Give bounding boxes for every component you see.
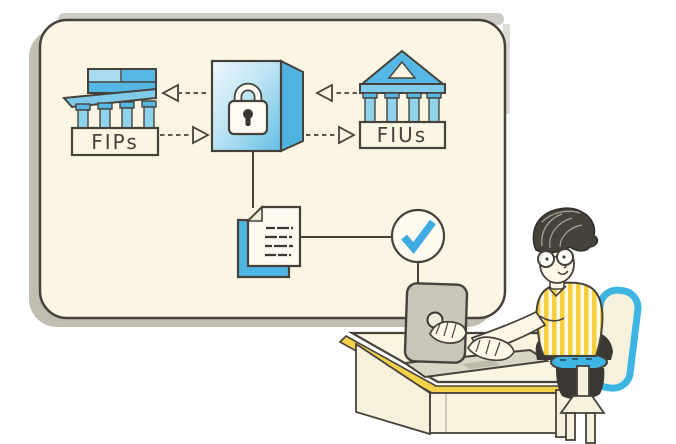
desk-front-panel bbox=[429, 392, 561, 434]
person-working bbox=[429, 207, 613, 444]
columns bbox=[75, 100, 157, 130]
eye bbox=[545, 257, 549, 261]
fius-label-box bbox=[358, 120, 447, 150]
bank-pediment-icon bbox=[359, 49, 446, 123]
desk-side-panel bbox=[355, 342, 431, 436]
flow-arrows bbox=[160, 83, 357, 145]
glasses-icon bbox=[537, 248, 574, 268]
arrowhead-right-icon bbox=[192, 125, 210, 145]
check-circle-icon bbox=[390, 208, 446, 264]
arrowhead-right-icon bbox=[338, 125, 356, 145]
sleeve-edge bbox=[539, 315, 565, 322]
roof-slab bbox=[61, 87, 157, 109]
pediment-notch bbox=[387, 60, 417, 79]
document-text-lines bbox=[265, 226, 293, 257]
columns bbox=[362, 92, 442, 123]
lock-box-side bbox=[280, 59, 304, 153]
document-stack-icon bbox=[236, 205, 302, 279]
eye bbox=[562, 255, 566, 259]
cushion-stitches bbox=[560, 358, 592, 361]
shirt bbox=[535, 281, 604, 357]
hair-strands bbox=[541, 210, 583, 249]
chair-pedestal bbox=[576, 365, 590, 399]
fips-label-box bbox=[70, 126, 160, 157]
checkmark-icon bbox=[401, 219, 436, 254]
board-right-shadow bbox=[503, 24, 510, 114]
chair-base bbox=[559, 395, 606, 414]
fius-label: FIUs bbox=[377, 123, 427, 147]
arrowhead-left-icon bbox=[161, 83, 179, 103]
roof-highlight bbox=[89, 70, 122, 82]
chair-foot bbox=[565, 412, 576, 441]
hair bbox=[532, 207, 599, 254]
lock-box-node bbox=[210, 59, 304, 153]
keyhole bbox=[243, 109, 253, 119]
padlock-icon bbox=[227, 82, 269, 136]
fips-node: FIPs bbox=[61, 68, 160, 157]
smile bbox=[557, 270, 569, 275]
document-fold-corner bbox=[246, 205, 263, 222]
bank-flat-roof-icon bbox=[61, 68, 157, 130]
fips-label: FIPs bbox=[91, 130, 139, 154]
laptop-touchpad bbox=[462, 360, 500, 369]
arrowhead-left-icon bbox=[315, 83, 333, 103]
chair-foot bbox=[585, 412, 596, 444]
fius-node: FIUs bbox=[358, 49, 447, 150]
